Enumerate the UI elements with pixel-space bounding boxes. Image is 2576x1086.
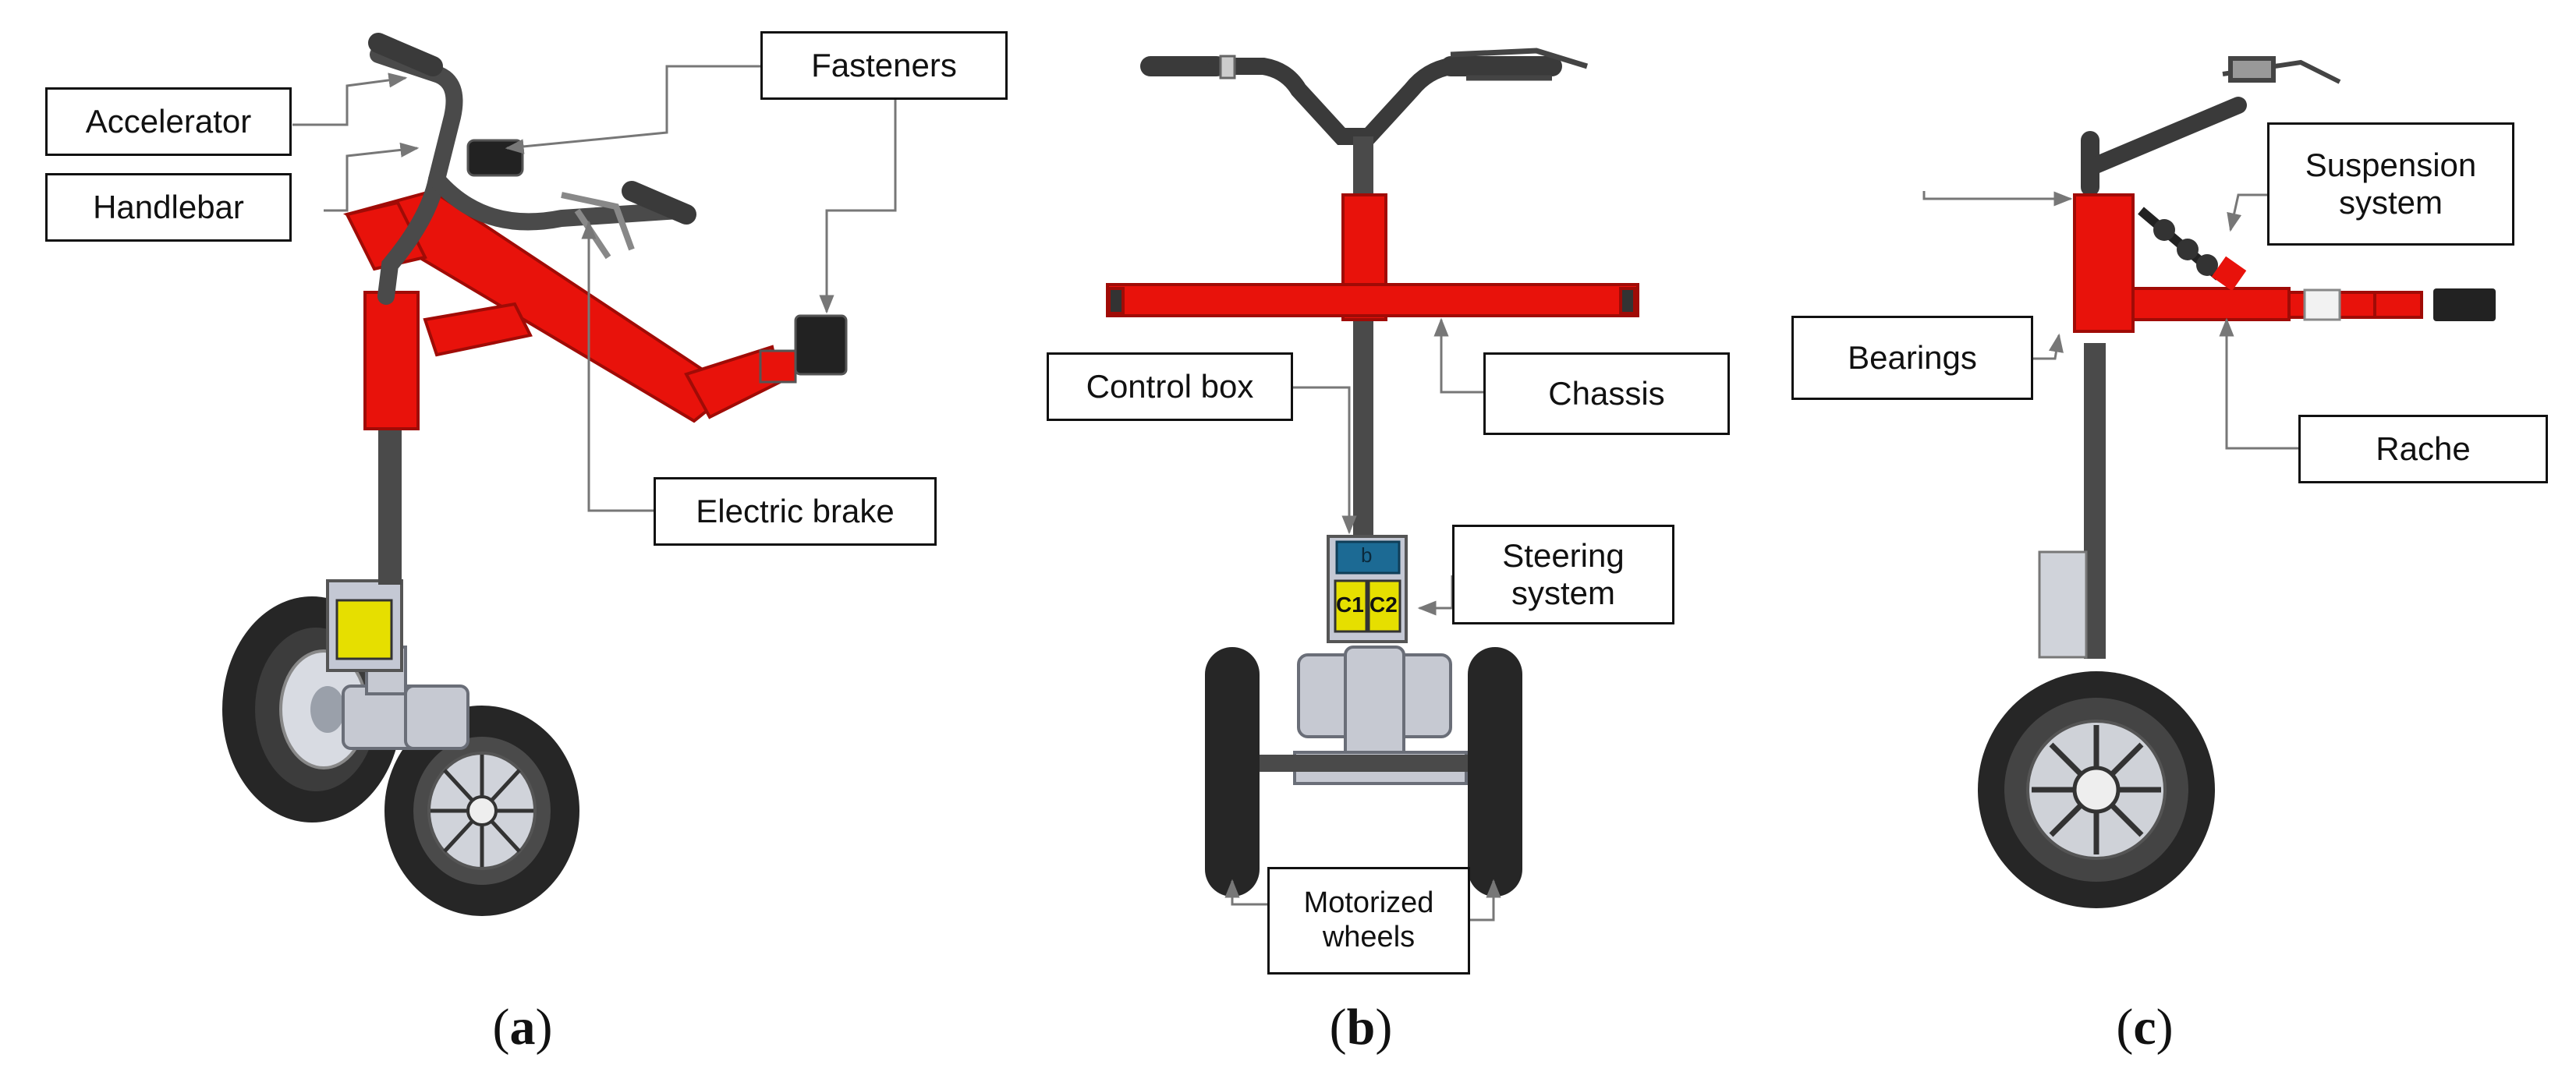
- label-chassis: Chassis: [1483, 352, 1730, 435]
- grips-a: [368, 33, 696, 225]
- fasteners-a: [466, 139, 848, 384]
- handlebar-c: [2081, 97, 2247, 196]
- fastener-c: [2433, 288, 2496, 321]
- column-c: [2084, 343, 2106, 659]
- label-steering-system: Steering system: [1452, 525, 1674, 624]
- label-steering-line-1: Steering: [1502, 536, 1625, 574]
- wheel-c: [1978, 671, 2215, 908]
- caption-c-close: ): [2156, 999, 2174, 1056]
- frame-c: [2073, 193, 2423, 333]
- label-rache: Rache: [2298, 415, 2548, 483]
- brake-c: [2222, 56, 2341, 84]
- caption-b: (b): [1306, 998, 1416, 1057]
- label-suspension-line-2: system: [2338, 184, 2443, 221]
- caption-a-close: ): [535, 999, 553, 1056]
- label-motorized-line-1: Motorized: [1303, 886, 1434, 920]
- label-electric-brake: Electric brake: [654, 477, 937, 546]
- handlebar-a: [370, 46, 687, 305]
- caption-c: (c): [2090, 998, 2199, 1057]
- label-motorized-line-2: wheels: [1322, 921, 1416, 953]
- red-frame-a: [342, 189, 782, 430]
- panel-a-model: [222, 33, 848, 916]
- label-fasteners: Fasteners: [760, 31, 1008, 100]
- label-handlebar: Handlebar: [45, 173, 292, 242]
- label-motorized-wheels: Motorized wheels: [1267, 867, 1470, 975]
- label-control-box: Control box: [1047, 352, 1293, 421]
- panel-c-model: [1978, 56, 2496, 908]
- caption-b-letter: b: [1346, 999, 1376, 1056]
- caption-c-letter: c: [2133, 999, 2156, 1056]
- caption-b-close: ): [1375, 999, 1393, 1056]
- chassis-b: [1106, 193, 1639, 321]
- caption-a-open: (: [492, 999, 510, 1056]
- control-box-c: [2038, 550, 2088, 659]
- caption-c-open: (: [2116, 999, 2134, 1056]
- axle-b: [1260, 755, 1468, 772]
- label-accelerator: Accelerator: [45, 87, 292, 156]
- leaders-a: [292, 65, 897, 512]
- label-bearings: Bearings: [1791, 316, 2033, 400]
- caption-a-letter: a: [509, 999, 536, 1056]
- label-suspension-line-1: Suspension: [2305, 146, 2477, 183]
- handlebar-b: [1140, 56, 1562, 145]
- brake-lever-b: [1450, 48, 1589, 81]
- box-text-b: b: [1361, 543, 1373, 567]
- control-box-a: [326, 579, 403, 672]
- leaders-c: [1922, 191, 2298, 450]
- panel-b-model: [1106, 48, 1639, 897]
- box-text-c2: C2: [1369, 593, 1398, 617]
- label-steering-line-2: system: [1511, 575, 1615, 611]
- control-box-b: [1327, 535, 1408, 643]
- box-text-c1: C1: [1336, 593, 1364, 617]
- front-wheel-a: [384, 706, 579, 916]
- caption-a: (a): [468, 998, 577, 1057]
- wheels-b: [1205, 647, 1522, 897]
- caption-b-open: (: [1329, 999, 1347, 1056]
- label-suspension-system: Suspension system: [2267, 122, 2514, 246]
